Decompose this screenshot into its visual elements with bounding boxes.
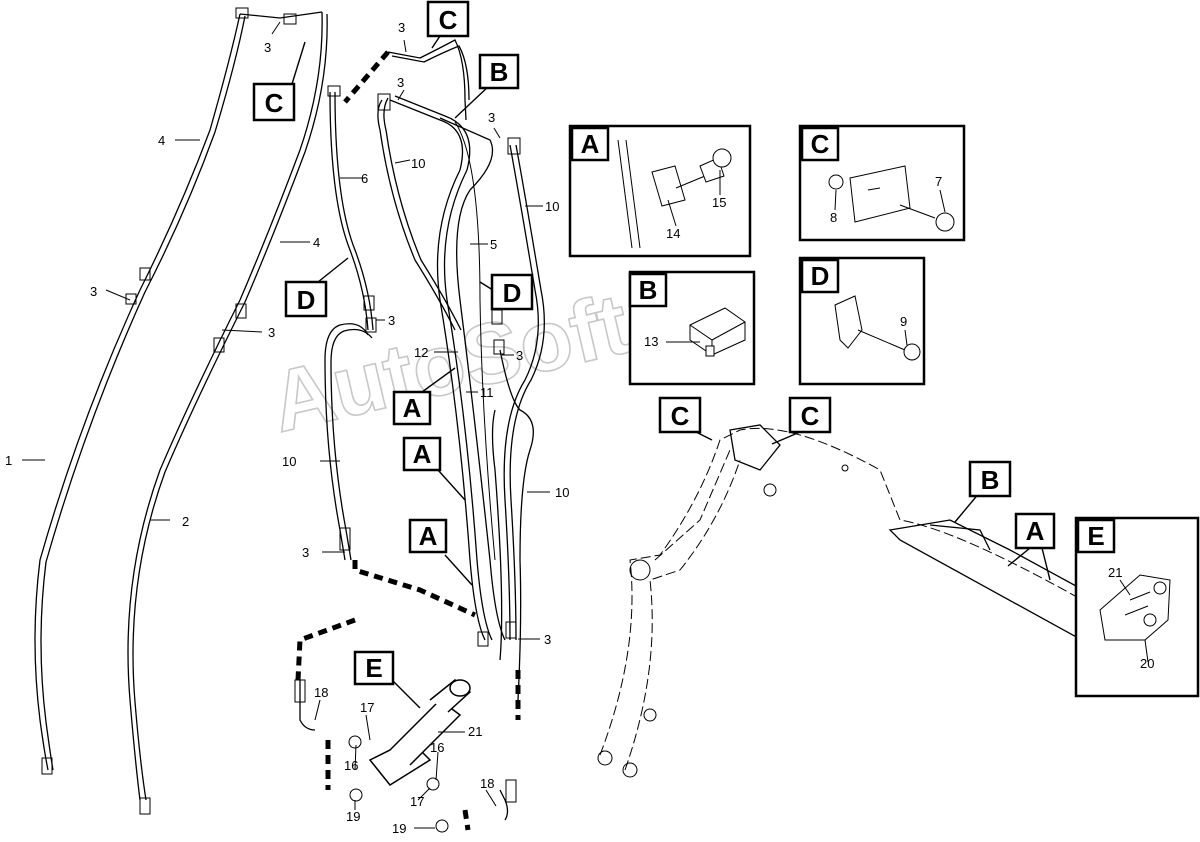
dashed-link-c [343,50,390,104]
svg-text:B: B [981,465,1000,495]
hose-5-bundle [389,95,506,647]
tag-d-detail: D [800,258,840,294]
tag-arrows [291,35,1051,709]
callout-10-c: 10 [282,454,296,469]
dashed-link-bottom [325,740,471,831]
callout-16-b: 16 [430,740,444,755]
hose-top-connector [235,7,323,25]
callout-1: 1 [5,453,12,468]
callout-21-detail: 21 [1108,565,1122,580]
tag-a-3: A [408,518,448,554]
hose-1 [34,13,246,775]
svg-text:C: C [671,401,690,431]
tag-b-top: B [478,53,520,90]
callout-16-a: 16 [344,758,358,773]
leader-lines [22,21,1149,829]
callout-11: 11 [480,385,494,400]
svg-text:B: B [639,275,658,305]
dashed-link-e-left [295,617,356,681]
callout-15: 15 [712,195,726,210]
callout-3-j: 3 [544,632,551,647]
callout-3-a: 3 [264,40,271,55]
svg-text:C: C [811,129,830,159]
tag-c-detail: C [800,126,840,162]
callout-14: 14 [666,226,680,241]
callout-18-b: 18 [480,776,494,791]
callout-3-f: 3 [488,110,495,125]
tag-e-detail: E [1076,518,1116,554]
tag-c-top: C [426,0,470,38]
svg-text:E: E [365,653,382,683]
tag-e-cylinder: E [353,650,395,686]
callout-3-g: 3 [388,313,395,328]
callout-10-b: 10 [545,199,559,214]
hose-10-right [503,137,545,641]
tag-b-boom: B [968,460,1012,498]
hose-10-right-loop [491,349,534,701]
svg-text:A: A [419,521,438,551]
callout-9: 9 [900,314,907,329]
tag-c-boom-right: C [788,396,832,434]
tag-c-top-left: C [252,82,296,122]
callout-4-b: 4 [313,235,320,250]
cylinder-e [294,679,517,833]
tag-d-left: D [284,280,328,318]
tag-a-detail: A [570,126,610,162]
svg-text:D: D [503,278,522,308]
hose-2 [127,11,328,815]
callout-2: 2 [182,514,189,529]
callout-13: 13 [644,334,658,349]
part-numbers: 1 2 4 4 3 3 3 3 3 3 3 3 3 3 6 10 10 10 1… [5,20,1154,836]
svg-text:D: D [297,285,316,315]
callout-17-b: 17 [410,794,424,809]
callout-3-c: 3 [268,325,275,340]
tag-a-2: A [402,436,442,472]
callout-21: 21 [468,724,482,739]
callout-7: 7 [935,174,942,189]
dashed-link-left [352,560,477,618]
callout-6: 6 [361,171,368,186]
callout-17-a: 17 [360,700,374,715]
svg-text:A: A [581,129,600,159]
callout-4-a: 4 [158,133,165,148]
tag-b-detail: B [628,272,668,308]
hose-6 [327,85,377,333]
callout-8: 8 [830,210,837,225]
callout-12: 12 [414,345,428,360]
hose-10-left-loop [324,323,373,561]
detail-box-e [1074,516,1200,698]
callout-3-b: 3 [90,284,97,299]
tag-c-boom-left: C [658,396,702,434]
callout-3-e: 3 [397,75,404,90]
hose-top-c [387,39,470,121]
svg-text:A: A [413,439,432,469]
svg-text:C: C [801,401,820,431]
callout-3-h: 3 [516,348,523,363]
callout-3-i: 3 [302,545,309,560]
svg-text:C: C [439,5,458,35]
callout-10-a: 10 [411,156,425,171]
svg-text:C: C [265,88,284,118]
tag-d-center: D [490,273,534,311]
svg-text:B: B [490,57,509,87]
boom-drawing [597,424,1145,778]
callout-10-d: 10 [555,485,569,500]
tag-a-boom: A [1014,512,1056,550]
svg-text:A: A [1026,516,1045,546]
callout-19-a: 19 [346,809,360,824]
callout-19-b: 19 [392,821,406,836]
callout-3-d: 3 [398,20,405,35]
tag-a-1: A [392,390,432,426]
svg-text:D: D [811,261,830,291]
svg-text:E: E [1087,521,1104,551]
callout-18-a: 18 [314,685,328,700]
hose-10-center [377,93,462,331]
svg-text:A: A [403,393,422,423]
callout-5: 5 [490,237,497,252]
callout-20: 20 [1140,656,1154,671]
